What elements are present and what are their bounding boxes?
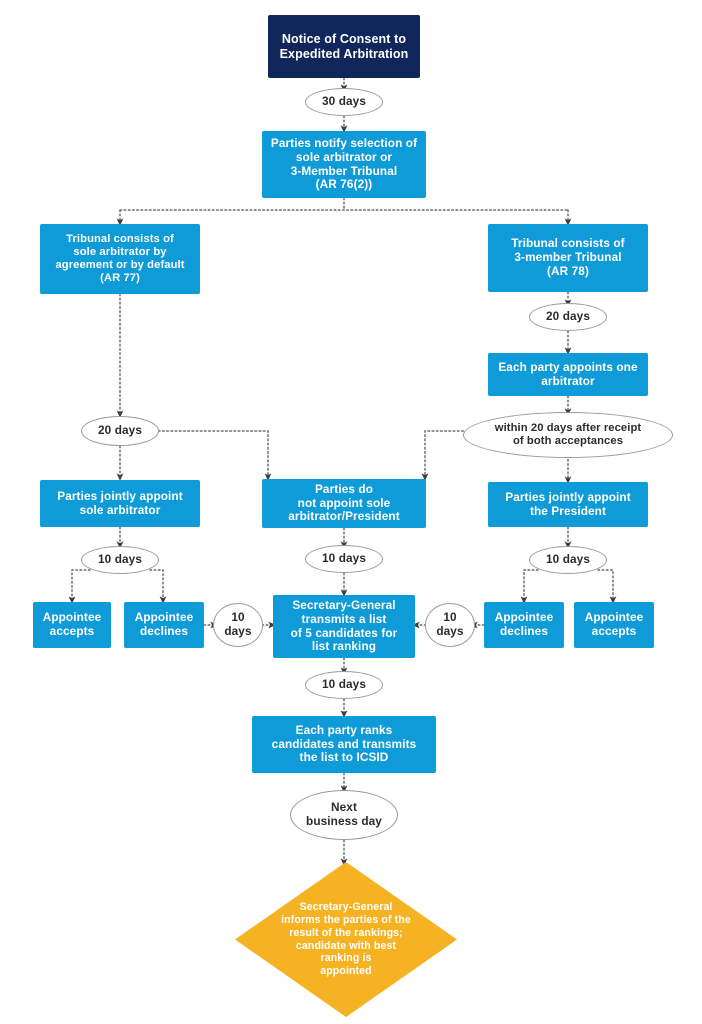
node-each-party-ranks-candidates[interactable]: Each party ranks candidates and transmit… [252, 716, 436, 773]
node-delay-20-days-right[interactable]: 20 days [529, 303, 607, 331]
node-delay-10-days-bottom[interactable]: 10 days [305, 671, 383, 699]
node-delay-10-days-center[interactable]: 10 days [305, 545, 383, 573]
node-delay-10-days-mid-left[interactable]: 10 days [213, 603, 263, 647]
node-parties-do-not-appoint[interactable]: Parties do not appoint sole arbitrator/P… [262, 479, 426, 528]
node-appointee-declines-right[interactable]: Appointee declines [484, 602, 564, 648]
node-notice-of-consent[interactable]: Notice of Consent to Expedited Arbitrati… [268, 15, 420, 78]
node-appointee-declines-left[interactable]: Appointee declines [124, 602, 204, 648]
node-delay-30-days[interactable]: 30 days [305, 88, 383, 116]
node-delay-10-days-mid-right[interactable]: 10 days [425, 603, 475, 647]
node-parties-jointly-appoint-president[interactable]: Parties jointly appoint the President [488, 482, 648, 527]
node-parties-jointly-appoint-sole-arbitrator[interactable]: Parties jointly appoint sole arbitrator [40, 480, 200, 527]
node-delay-10-days-left[interactable]: 10 days [81, 546, 159, 574]
node-tribunal-sole-arbitrator[interactable]: Tribunal consists of sole arbitrator by … [40, 224, 200, 294]
node-parties-notify-selection[interactable]: Parties notify selection of sole arbitra… [262, 131, 426, 198]
node-tribunal-three-member[interactable]: Tribunal consists of 3-member Tribunal (… [488, 224, 648, 292]
node-each-party-appoints-arbitrator[interactable]: Each party appoints one arbitrator [488, 353, 648, 396]
node-delay-10-days-right[interactable]: 10 days [529, 546, 607, 574]
node-appointee-accepts-left[interactable]: Appointee accepts [33, 602, 111, 648]
node-delay-next-business-day[interactable]: Next business day [290, 790, 398, 840]
node-delay-20-days-left[interactable]: 20 days [81, 416, 159, 446]
node-secretary-general-transmits-list[interactable]: Secretary-General transmits a list of 5 … [273, 595, 415, 658]
node-appointee-accepts-right[interactable]: Appointee accepts [574, 602, 654, 648]
node-delay-within-20-days-after-acceptances[interactable]: within 20 days after receipt of both acc… [463, 412, 673, 458]
